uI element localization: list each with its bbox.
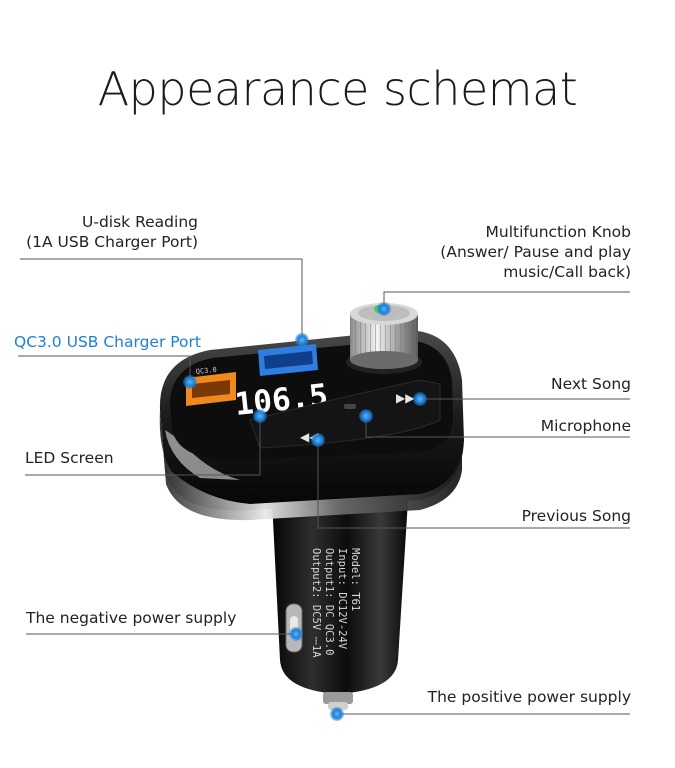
next-song-icon: ▶▶ bbox=[396, 391, 415, 405]
dot-previous-song bbox=[311, 433, 325, 447]
plug-barrel: Model: T61 Input: DC12V-24V Output1: DC … bbox=[272, 500, 408, 710]
multifunction-knob bbox=[346, 303, 422, 374]
microphone-label: Microphone bbox=[540, 417, 631, 435]
device-output1-text: Output1: DC QC3.0 bbox=[323, 548, 335, 655]
device-model-text: Model: T61 bbox=[349, 548, 361, 611]
positive-supply-label: The positive power supply bbox=[427, 688, 631, 706]
usb-port-1a bbox=[258, 344, 318, 376]
leader-lines bbox=[18, 258, 630, 715]
device-input-text: Input: DC12V-24V bbox=[336, 548, 348, 650]
udisk-label: U-disk Reading (1A USB Charger Port) bbox=[26, 212, 198, 252]
control-panel bbox=[249, 379, 441, 449]
page-title: Appearance schemat bbox=[97, 62, 578, 116]
callout-dots bbox=[183, 302, 427, 721]
dot-microphone bbox=[359, 409, 373, 423]
dot-knob bbox=[377, 302, 391, 316]
knob-label: Multifunction Knob (Answer/ Pause and pl… bbox=[440, 222, 631, 282]
next-song-label: Next Song bbox=[550, 375, 631, 393]
device-output2-text: Output2: DC5V ⎓1A bbox=[310, 548, 322, 658]
dot-positive bbox=[330, 707, 344, 721]
led-screen-label: LED Screen bbox=[25, 449, 114, 467]
microphone-hole bbox=[344, 404, 356, 409]
knob-label-line2: (Answer/ Pause and play bbox=[440, 243, 631, 261]
qc-port-marking: QC3.0 bbox=[195, 366, 217, 376]
dot-next-song bbox=[413, 392, 427, 406]
udisk-label-line2: (1A USB Charger Port) bbox=[26, 233, 198, 251]
dot-qc3-port bbox=[183, 375, 197, 389]
qc3-port-label: QC3.0 USB Charger Port bbox=[14, 333, 201, 351]
udisk-label-line1: U-disk Reading bbox=[82, 213, 198, 231]
negative-supply-label: The negative power supply bbox=[26, 609, 237, 627]
dot-usb-port bbox=[295, 333, 309, 347]
knob-label-line1: Multifunction Knob bbox=[485, 223, 631, 241]
usb-port-qc3: QC3.0 bbox=[186, 366, 236, 406]
previous-song-label: Previous Song bbox=[521, 507, 631, 525]
dot-led-screen bbox=[253, 409, 267, 423]
knob-label-line3: music/Call back) bbox=[503, 263, 631, 281]
dot-negative bbox=[289, 627, 303, 641]
